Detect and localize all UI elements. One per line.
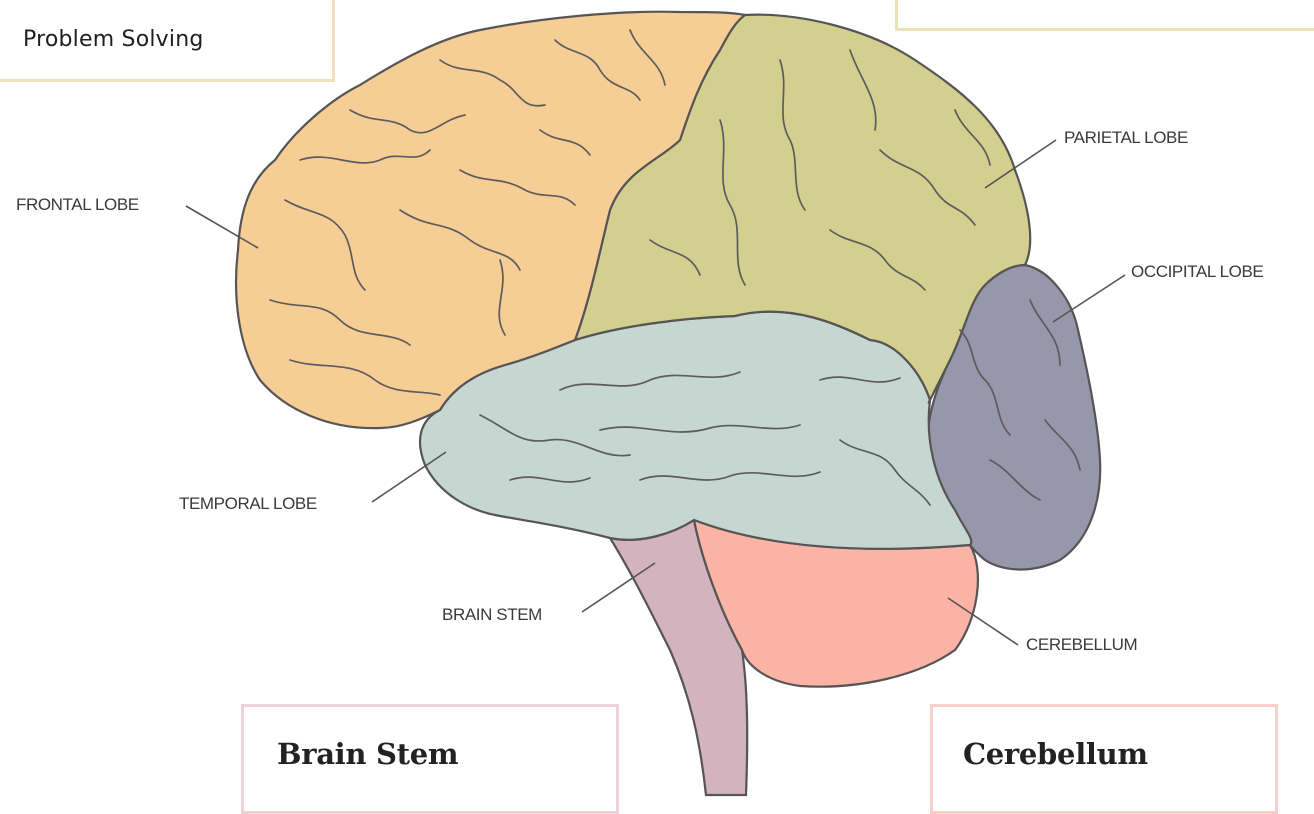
temporal-lobe-label: TEMPORAL LOBE <box>179 494 317 513</box>
frontal-lobe-label: FRONTAL LOBE <box>16 195 139 214</box>
brain-stem-label: BRAIN STEM <box>442 605 542 624</box>
brain-stem-card-heading: Brain Stem <box>277 737 458 771</box>
brain-stem-info-card: Brain Stem <box>241 704 619 814</box>
cerebellum-label: CEREBELLUM <box>1026 635 1137 654</box>
frontal-lobe-card-text: Problem Solving <box>23 27 204 52</box>
frontal-lobe-info-card: Problem Solving <box>0 0 335 82</box>
cerebellum-info-card: Cerebellum <box>930 704 1278 814</box>
cerebellum-card-heading: Cerebellum <box>963 737 1148 771</box>
parietal-lobe-info-card <box>895 0 1314 31</box>
parietal-lobe-label: PARIETAL LOBE <box>1064 128 1188 147</box>
occipital-lobe-label: OCCIPITAL LOBE <box>1131 262 1263 281</box>
